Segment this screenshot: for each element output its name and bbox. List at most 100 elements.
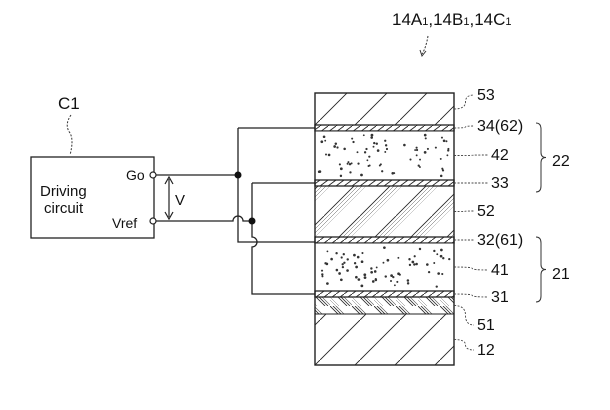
dot [437, 272, 441, 275]
layer-label-53: 53 [477, 87, 495, 104]
dot [390, 274, 393, 277]
dot [434, 146, 437, 149]
dot [365, 147, 368, 151]
dot [423, 151, 427, 154]
dot [384, 275, 388, 278]
dot [355, 265, 358, 269]
dot [423, 133, 427, 137]
leader-line-52 [453, 210, 475, 212]
brace-21 [535, 236, 547, 303]
dot [385, 147, 389, 151]
layer-label-31: 31 [491, 289, 509, 306]
dot [406, 282, 410, 285]
dot [335, 268, 339, 272]
dot [372, 145, 375, 148]
layer-label-52: 52 [477, 203, 495, 220]
dot [368, 155, 371, 158]
dot [376, 149, 380, 152]
dot [320, 269, 324, 272]
dot [442, 139, 446, 143]
title-subscript: 1 [463, 16, 469, 28]
dot [403, 143, 406, 147]
dot [353, 262, 357, 265]
layer-label-33: 33 [491, 175, 509, 192]
dot [341, 265, 345, 269]
dot [346, 162, 349, 165]
layer-41 [314, 242, 455, 292]
dot [373, 141, 376, 145]
dot [440, 136, 443, 139]
dot [321, 273, 324, 276]
dot [339, 167, 343, 171]
dot [317, 170, 321, 174]
circuit-ref-label: C1 [58, 94, 80, 113]
dot [370, 270, 374, 274]
layer-label-34: 34(62) [477, 118, 523, 135]
dot [446, 154, 449, 157]
circuit-name-line1: Driving [40, 183, 87, 200]
dot [408, 258, 411, 261]
brace-22 [535, 122, 547, 193]
dot [346, 269, 349, 272]
dot [439, 174, 443, 178]
title-leader-line [421, 35, 429, 55]
dot [383, 246, 386, 249]
layer-51 [314, 296, 455, 315]
dot [442, 257, 445, 260]
dot [362, 134, 365, 137]
layer-32 [314, 236, 455, 244]
dot [338, 163, 341, 166]
dot [349, 171, 352, 174]
dot [320, 140, 324, 144]
dot [439, 157, 442, 160]
figure-reference-label: 14A1,14B1,14C1 [392, 10, 512, 29]
dot [414, 149, 417, 152]
layer-stack [314, 92, 455, 366]
dot [391, 172, 395, 175]
leader-line-53 [453, 94, 475, 110]
dot [384, 151, 387, 153]
dot [321, 275, 324, 278]
dot [415, 148, 419, 152]
wiring [156, 127, 315, 295]
dot [327, 153, 331, 157]
dot [415, 262, 418, 266]
dot [341, 263, 344, 266]
dot [436, 253, 439, 256]
dot [397, 256, 400, 259]
dot [384, 139, 387, 142]
layer-12 [314, 313, 455, 366]
dot [373, 270, 377, 273]
dot [367, 165, 370, 168]
dot [447, 149, 450, 152]
dot [357, 278, 361, 281]
terminal-go-label: Go [126, 167, 145, 183]
title-part: ,14B [428, 10, 463, 29]
dot [426, 147, 429, 150]
dot [326, 282, 329, 285]
dot [360, 284, 364, 288]
junction-node-vref [248, 217, 256, 225]
dot [347, 161, 350, 164]
dot [397, 272, 400, 276]
dot [389, 280, 393, 283]
dot [356, 255, 360, 259]
leader-line-31 [453, 293, 489, 298]
leader-line-12 [453, 339, 475, 351]
dot [415, 154, 418, 157]
dot [336, 146, 339, 149]
dot [393, 284, 396, 287]
dot [357, 162, 360, 165]
dot [374, 278, 378, 282]
layer-34 [314, 124, 455, 132]
leader-line-51 [453, 305, 475, 326]
dot [333, 145, 337, 148]
dot [415, 146, 418, 149]
leader-line-41 [453, 266, 489, 271]
dot [439, 254, 443, 258]
dot [396, 280, 399, 283]
dot [343, 147, 346, 151]
dot [342, 253, 345, 256]
